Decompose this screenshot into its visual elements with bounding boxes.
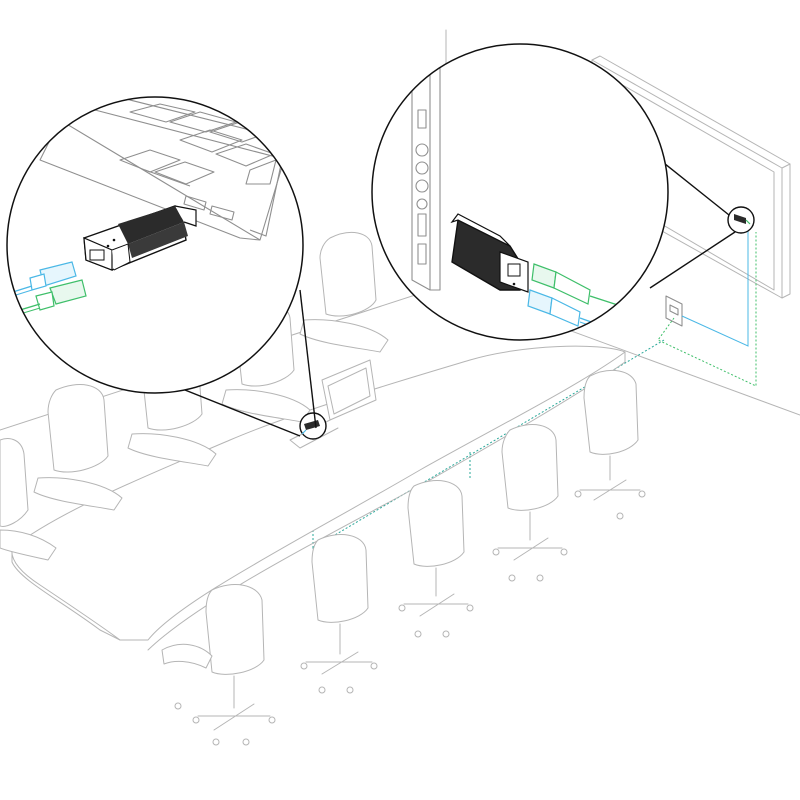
chair [398,480,474,638]
fiber-connectors [7,261,87,321]
fiber-extender-receiver-icon [727,206,755,234]
chair [574,369,646,520]
chair [0,438,57,561]
hdmi-port-icon [83,205,197,271]
chair [33,384,123,511]
conference-table [11,345,626,651]
chair [492,424,568,582]
display-fiber-connectors [527,263,668,340]
wall-outlet-icon [665,295,683,327]
chair [299,231,389,353]
receiver-body [450,213,529,293]
chair [300,534,378,694]
right-detail-callout [371,43,669,341]
left-detail-callout [6,96,304,394]
chair [161,584,276,746]
fiber-extender-transmitter-icon [299,412,327,440]
